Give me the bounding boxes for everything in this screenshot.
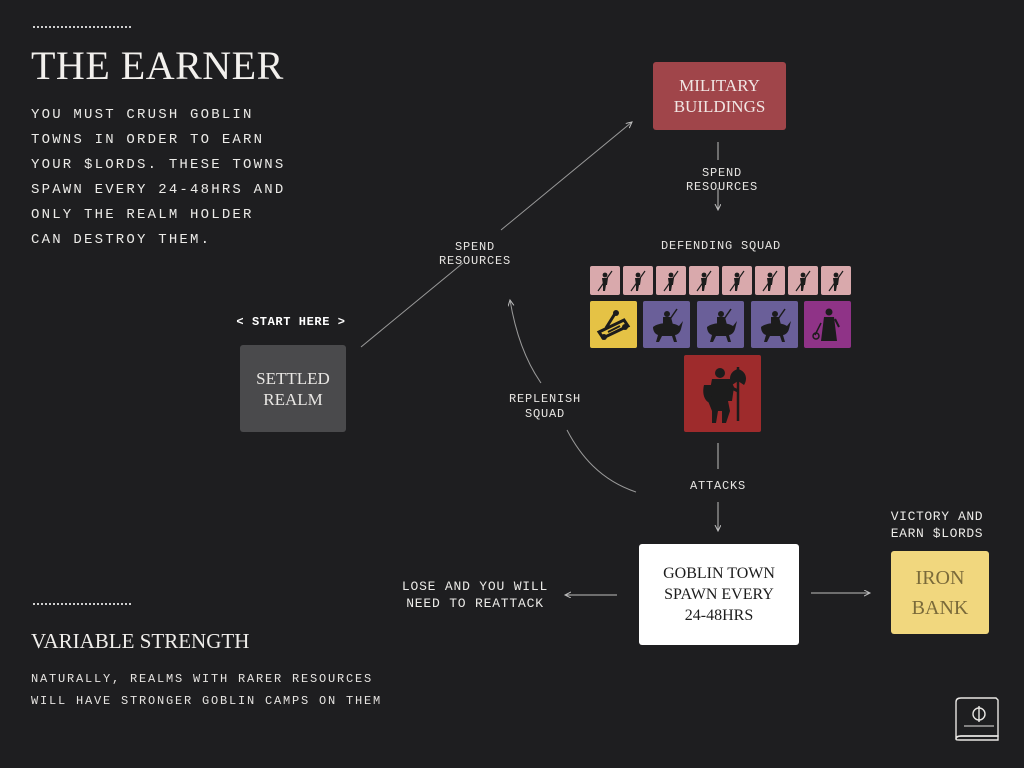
knight-rider-icon (643, 301, 690, 348)
goblin-town-label: GOBLIN TOWN SPAWN EVERY 24-48HRS (663, 565, 775, 624)
spearman-icon (656, 266, 686, 295)
page-title: THE EARNER (31, 43, 284, 88)
knight-rider-icon (751, 301, 798, 348)
replenish-squad-label: REPLENISH SQUAD (508, 392, 581, 421)
book-logo-icon (952, 696, 1002, 742)
attacks-label: ATTACKS (689, 479, 746, 493)
variable-divider (33, 603, 131, 605)
spearman-icon (755, 266, 785, 295)
military-buildings-label: MILITARY BUILDINGS (673, 76, 766, 116)
goblin-town-node: GOBLIN TOWN SPAWN EVERY 24-48HRS (639, 544, 799, 645)
variable-paragraph: NATURALLY, REALMS WITH RARER RESOURCES W… (31, 672, 383, 708)
connector-settled-upper (500, 122, 632, 231)
mage-icon (804, 301, 851, 348)
spearman-icon (821, 266, 851, 295)
lose-label: LOSE AND YOU WILL NEED TO REATTACK (401, 579, 549, 611)
spend-resources-left-label: SPEND RESOURCES (438, 240, 511, 268)
settled-realm-node: SETTLED REALM (240, 345, 346, 432)
spearman-icon (590, 266, 620, 295)
spearman-icon (689, 266, 719, 295)
connector-settled-lower (360, 262, 464, 348)
iron-bank-node: IRON BANK (891, 551, 989, 634)
spearman-icon (623, 266, 653, 295)
variable-title: VARIABLE STRENGTH (31, 629, 250, 653)
military-buildings-node: MILITARY BUILDINGS (653, 62, 786, 130)
connector-replenish-upper (510, 300, 542, 384)
intro-divider (33, 26, 131, 28)
catapult-icon (590, 301, 637, 348)
connector-replenish-lower (566, 429, 637, 493)
axe-warrior-icon (684, 355, 761, 432)
knight-rider-icon (697, 301, 744, 348)
spend-resources-right-label: SPEND RESOURCES (685, 166, 758, 194)
iron-bank-label: IRON BANK (911, 566, 969, 619)
victory-label: VICTORY AND EARN $LORDS (890, 509, 984, 541)
spearman-icon (788, 266, 818, 295)
defending-squad-label: DEFENDING SQUAD (660, 239, 782, 253)
start-here-label: < START HERE > (236, 315, 346, 329)
spearman-icon (722, 266, 752, 295)
intro-paragraph: YOU MUST CRUSH GOBLIN TOWNS IN ORDER TO … (31, 107, 286, 248)
settled-realm-label: SETTLED REALM (256, 368, 330, 409)
